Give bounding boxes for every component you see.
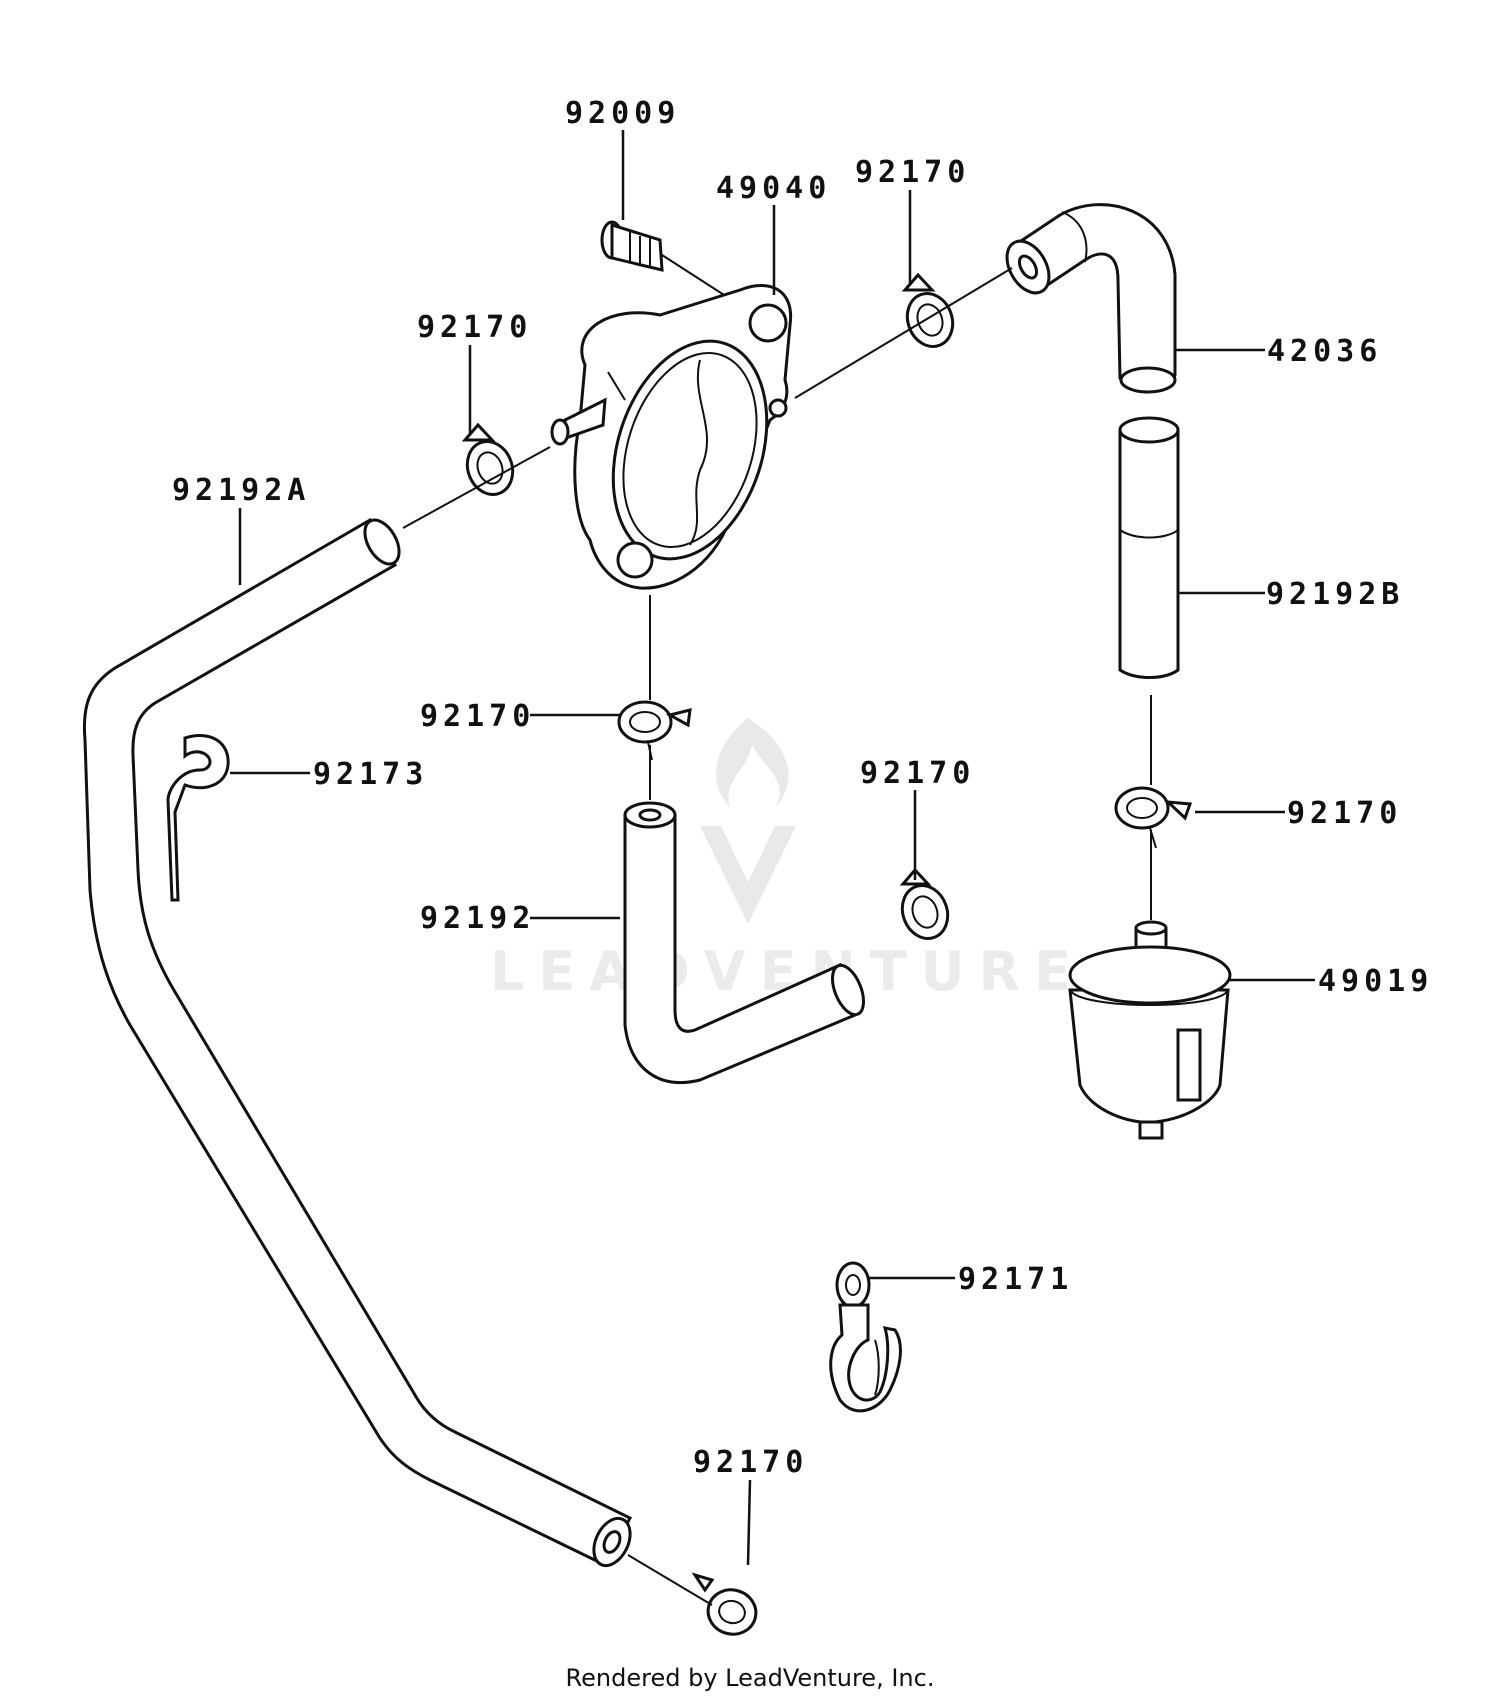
footer-credit: Rendered by LeadVenture, Inc. xyxy=(565,1664,935,1692)
label-92170-bottom[interactable]: 92170 xyxy=(693,1445,808,1480)
clamp-92170-right[interactable] xyxy=(1114,786,1193,849)
label-92171[interactable]: 92171 xyxy=(958,1262,1073,1297)
label-92170-top[interactable]: 92170 xyxy=(855,155,970,190)
label-42036[interactable]: 42036 xyxy=(1267,334,1382,369)
bracket-92173[interactable] xyxy=(166,734,230,902)
fuel-pump-49040[interactable] xyxy=(550,284,793,590)
leader-lines xyxy=(230,130,1315,1566)
label-92170-left[interactable]: 92170 xyxy=(417,310,532,345)
label-49040[interactable]: 49040 xyxy=(716,171,831,206)
label-49019[interactable]: 49019 xyxy=(1318,964,1433,999)
watermark-logo xyxy=(700,718,796,924)
label-92170-mid[interactable]: 92170 xyxy=(420,699,535,734)
label-92170-midright[interactable]: 92170 xyxy=(860,756,975,791)
label-92192b[interactable]: 92192B xyxy=(1266,577,1404,612)
hose-92192b[interactable] xyxy=(1118,416,1180,679)
label-92173[interactable]: 92173 xyxy=(313,757,428,792)
hose-92192a[interactable] xyxy=(82,514,637,1571)
label-92170-right[interactable]: 92170 xyxy=(1287,796,1402,831)
clamp-92170-top[interactable] xyxy=(900,272,960,353)
hose-42036[interactable] xyxy=(998,203,1177,394)
clamp-92170-mid[interactable] xyxy=(617,700,692,761)
clamp-92170-bottom[interactable] xyxy=(691,1572,761,1639)
label-92192a[interactable]: 92192A xyxy=(172,473,310,508)
label-92009[interactable]: 92009 xyxy=(565,96,680,131)
hose-92192[interactable] xyxy=(623,801,870,1085)
assembly-lines xyxy=(402,267,1152,1606)
fuel-filter-49019[interactable] xyxy=(1068,920,1232,1140)
bolt-92009[interactable] xyxy=(600,220,736,303)
clamp-92170-left[interactable] xyxy=(460,422,520,501)
label-92192[interactable]: 92192 xyxy=(420,901,535,936)
clamp-92170-midright[interactable] xyxy=(895,867,955,945)
bracket-92171[interactable] xyxy=(829,1261,902,1413)
